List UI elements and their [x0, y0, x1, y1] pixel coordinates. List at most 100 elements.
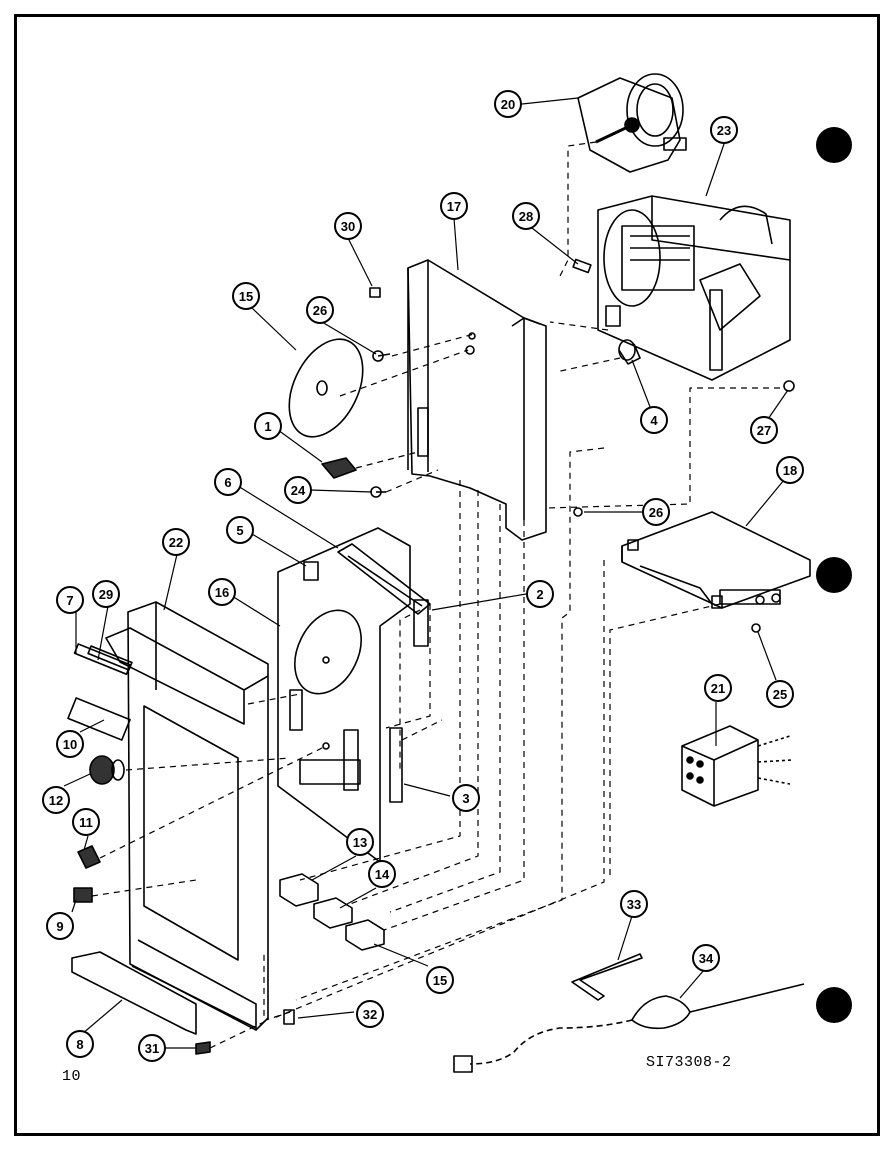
part-strip-3 — [389, 727, 403, 803]
callout-c8: 8 — [66, 1030, 94, 1058]
callout-c26a: 26 — [306, 296, 334, 324]
part-clip-5 — [303, 561, 319, 581]
callout-label: 8 — [76, 1037, 83, 1052]
part-spacer — [618, 339, 641, 365]
part-screw-24 — [370, 486, 386, 498]
callout-label: 26 — [649, 505, 663, 520]
callout-label: 1 — [264, 419, 271, 434]
part-terminal-block — [681, 725, 793, 807]
binder-hole-top — [816, 127, 852, 163]
callout-label: 9 — [56, 919, 63, 934]
callout-c14: 14 — [368, 860, 396, 888]
part-dial-disc — [288, 338, 364, 438]
callout-label: 28 — [519, 209, 533, 224]
callout-c13: 13 — [346, 828, 374, 856]
part-mounting-bracket — [407, 259, 547, 541]
part-foot-15 — [345, 919, 385, 951]
callout-label: 25 — [773, 687, 787, 702]
callout-label: 20 — [501, 97, 515, 112]
callout-c31: 31 — [138, 1034, 166, 1062]
callout-label: 16 — [215, 585, 229, 600]
callout-label: 34 — [699, 951, 714, 966]
callout-label: 2 — [536, 587, 543, 602]
part-knob-11 — [77, 845, 101, 869]
part-timer-switch-assembly — [597, 195, 791, 381]
part-panel-10 — [67, 697, 131, 741]
callout-label: 13 — [353, 835, 367, 850]
binder-hole-middle — [816, 557, 852, 593]
callout-label: 26 — [313, 303, 327, 318]
callout-label: 18 — [783, 463, 797, 478]
part-switch-strip — [337, 543, 431, 615]
callout-c33: 33 — [620, 890, 648, 918]
callout-c34: 34 — [692, 944, 720, 972]
part-screw-25 — [751, 623, 761, 633]
callout-label: 32 — [363, 1007, 377, 1022]
callout-label: 10 — [63, 737, 77, 752]
callout-label: 31 — [145, 1041, 159, 1056]
callout-label: 15 — [433, 973, 447, 988]
part-knob-12 — [89, 755, 125, 785]
part-screw-26-top — [372, 350, 391, 362]
drawing-id: SI73308-2 — [646, 1054, 732, 1071]
callout-leader-lines — [63, 97, 789, 1049]
callout-c4: 4 — [640, 406, 668, 434]
callout-c11: 11 — [72, 808, 100, 836]
callout-c21: 21 — [704, 674, 732, 702]
part-screw-31 — [195, 1041, 211, 1055]
callout-c20: 20 — [494, 90, 522, 118]
part-trim-29 — [87, 645, 133, 671]
part-foot-13 — [279, 873, 319, 907]
callout-c26b: 26 — [642, 498, 670, 526]
part-screw-30 — [369, 287, 381, 298]
callout-c18: 18 — [776, 456, 804, 484]
part-screw-27 — [783, 380, 795, 392]
callout-label: 6 — [224, 475, 231, 490]
callout-c22: 22 — [162, 528, 190, 556]
page-number: 10 — [62, 1068, 82, 1085]
callout-label: 23 — [717, 123, 731, 138]
part-front-frame — [105, 601, 269, 1031]
callout-label: 12 — [49, 793, 63, 808]
callout-label: 33 — [627, 897, 641, 912]
callout-label: 11 — [79, 815, 93, 830]
callout-c2: 2 — [526, 580, 554, 608]
callout-c10: 10 — [56, 730, 84, 758]
part-clip-32 — [283, 1009, 295, 1025]
callout-label: 29 — [99, 587, 113, 602]
part-control-board — [621, 511, 811, 609]
part-bracket-2 — [413, 599, 429, 647]
part-trim-8 — [71, 951, 197, 1035]
binder-hole-bottom — [816, 987, 852, 1023]
callout-c29: 29 — [92, 580, 120, 608]
callout-c9: 9 — [46, 912, 74, 940]
part-timer-motor — [577, 73, 687, 173]
part-foot-14 — [313, 897, 353, 929]
callout-label: 14 — [375, 867, 390, 882]
part-clip — [572, 258, 592, 274]
part-control-panel — [277, 527, 411, 863]
callout-c25: 25 — [766, 680, 794, 708]
callout-c23: 23 — [710, 116, 738, 144]
callout-label: 24 — [291, 483, 306, 498]
callout-label: 30 — [341, 219, 355, 234]
callout-c15a: 15 — [232, 282, 260, 310]
callout-c16: 16 — [208, 578, 236, 606]
part-hex-key — [571, 953, 643, 1001]
part-screw-26-bottom — [573, 507, 583, 517]
callout-c15b: 15 — [426, 966, 454, 994]
callout-label: 15 — [239, 289, 253, 304]
callout-c24: 24 — [284, 476, 312, 504]
callout-c7: 7 — [56, 586, 84, 614]
callout-c32: 32 — [356, 1000, 384, 1028]
part-clip-1 — [321, 457, 357, 479]
part-button-9 — [73, 887, 93, 903]
callout-c5: 5 — [226, 516, 254, 544]
callout-label: 21 — [711, 681, 725, 696]
page-border — [14, 14, 880, 1136]
callout-c28: 28 — [512, 202, 540, 230]
callout-c3: 3 — [452, 784, 480, 812]
